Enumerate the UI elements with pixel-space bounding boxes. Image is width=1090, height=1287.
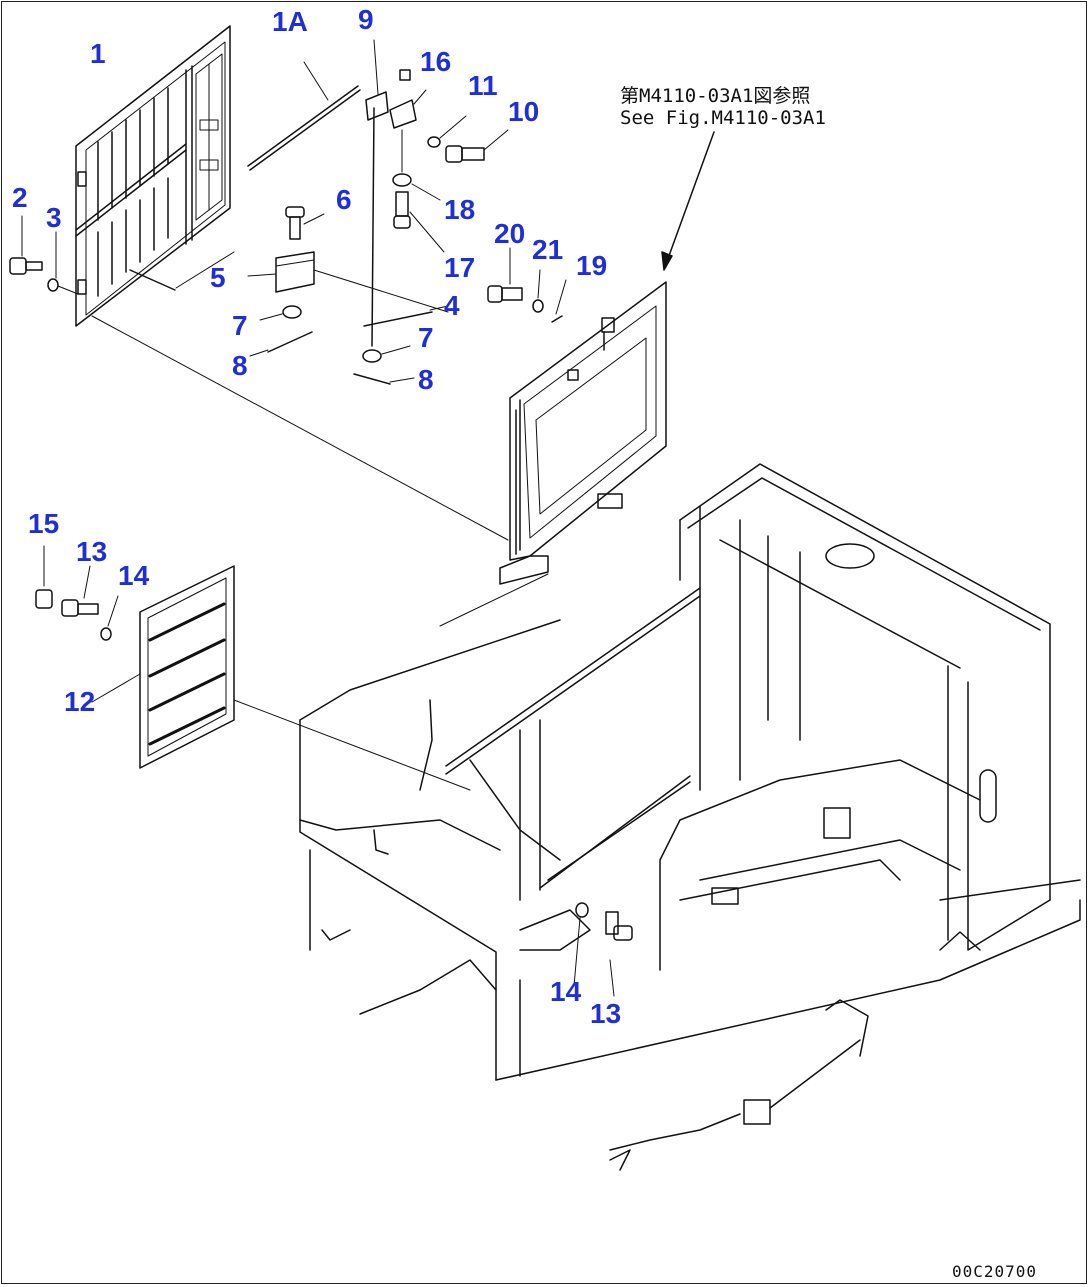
callout-1a: 1A — [272, 6, 308, 37]
part-20-bolt — [487, 247, 523, 303]
part-2-bolt — [9, 215, 43, 275]
part-12-lower-grille — [91, 565, 235, 769]
part-18-washer — [392, 129, 441, 201]
reference-note-en: See Fig.M4110-03A1 — [620, 106, 826, 129]
part-7-washer-left — [259, 305, 302, 321]
callout-7-left: 7 — [232, 310, 248, 341]
callout-11: 11 — [468, 70, 498, 101]
callout-17: 17 — [444, 252, 476, 283]
callout-2: 2 — [12, 182, 28, 213]
part-11-washer — [427, 115, 467, 148]
part-3-washer — [47, 231, 79, 295]
callout-3: 3 — [46, 202, 62, 233]
cab-body — [299, 463, 1081, 1171]
callout-4: 4 — [444, 290, 460, 321]
part-9-bracket — [365, 39, 389, 121]
part-10-bolt — [445, 129, 509, 163]
part-21-washer — [532, 269, 544, 313]
callout-9: 9 — [358, 4, 374, 35]
callout-8-right: 8 — [418, 364, 434, 395]
callout-1: 1 — [90, 38, 106, 69]
callout-21: 21 — [532, 234, 564, 265]
callout-19: 19 — [576, 250, 608, 281]
callout-8-left: 8 — [232, 350, 248, 381]
part-8-pin-left — [249, 331, 313, 357]
reference-note-jp: 第M4110-03A1図参照 — [620, 85, 811, 107]
part-13-bolt-right — [605, 911, 633, 997]
callout-10: 10 — [508, 96, 540, 127]
callout-18: 18 — [444, 194, 476, 225]
part-19-pin — [551, 279, 567, 323]
figure-reference-note: 第M4110-03A1図参照 See Fig.M4110-03A1 — [620, 85, 826, 130]
callout-7-right: 7 — [418, 322, 434, 353]
part-7-washer-right — [362, 345, 411, 363]
part-1a-rod — [247, 61, 361, 171]
callout-13-left: 13 — [76, 536, 108, 567]
part-8-pin-right — [353, 373, 415, 385]
part-17-bolt — [393, 191, 445, 253]
callout-14-right: 14 — [550, 976, 582, 1007]
part-14-washer-right — [573, 902, 589, 987]
callout-20: 20 — [494, 218, 526, 249]
part-5-plate — [247, 251, 315, 293]
callout-6: 6 — [336, 184, 352, 215]
part-16-bracket — [389, 69, 427, 129]
part-13-bolt-left — [61, 565, 99, 617]
callout-5: 5 — [210, 262, 226, 293]
part-1-side-panel — [75, 25, 231, 327]
leader-lines — [91, 251, 549, 791]
door-frame — [499, 131, 715, 585]
callout-12: 12 — [64, 686, 96, 717]
drawing-code: 00C20700 — [952, 1262, 1038, 1281]
part-15-nut — [35, 545, 53, 609]
part-6-bolt — [285, 206, 325, 240]
callout-14-left: 14 — [118, 560, 150, 591]
callout-16: 16 — [420, 46, 452, 77]
part-14-washer-left — [100, 595, 119, 641]
callout-15: 15 — [28, 508, 60, 539]
part-4-cable — [363, 107, 449, 347]
callout-13-right: 13 — [590, 998, 622, 1029]
